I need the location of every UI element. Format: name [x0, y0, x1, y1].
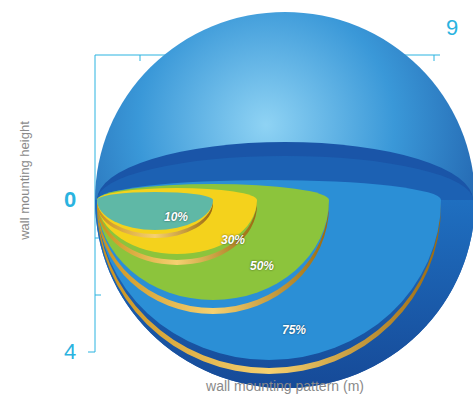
percent-label: 30% [221, 234, 245, 246]
zone-10 [97, 200, 213, 230]
zone-10 [97, 192, 213, 200]
percent-label: 75% [282, 324, 306, 336]
zone-30 [97, 200, 257, 254]
percent-label: 10% [164, 211, 188, 223]
axis-title: wall mounting height [18, 121, 31, 240]
axis-value: 4 [64, 341, 76, 363]
zone-75 [97, 200, 441, 360]
axis-value: 9 [446, 17, 458, 39]
zone-30 [97, 188, 257, 200]
inner-rim [97, 142, 473, 200]
light-bowl [95, 200, 473, 388]
percent-label: 50% [250, 260, 274, 272]
light-dome [95, 12, 473, 388]
axis-value: 0 [64, 189, 76, 211]
zone-edge [97, 200, 329, 314]
zone-50 [97, 184, 329, 200]
inner-rim [97, 156, 473, 200]
zone-75 [97, 180, 441, 200]
zone-50 [97, 200, 329, 300]
zone-edge [97, 200, 213, 238]
zone-edge [97, 200, 257, 265]
zone-edge [97, 200, 441, 374]
axis-title: wall mounting pattern (m) [206, 379, 364, 393]
